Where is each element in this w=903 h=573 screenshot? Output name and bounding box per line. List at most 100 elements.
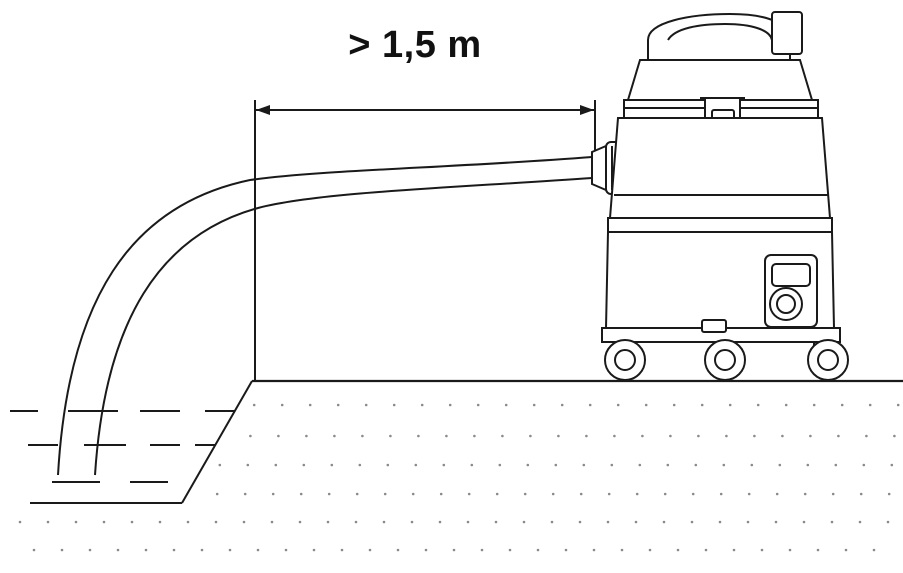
ground-dot [280, 403, 284, 407]
ground-dot [532, 403, 536, 407]
ground-dot [663, 492, 667, 496]
ground-dot [523, 492, 527, 496]
ground-dot [641, 434, 644, 438]
ground-dot [354, 520, 358, 524]
ground-dot [784, 403, 788, 407]
ground-dot [858, 520, 862, 524]
ground-dot [326, 520, 330, 524]
ground-dot [718, 520, 722, 524]
drain-hose [57, 156, 593, 476]
ground-dot [246, 463, 250, 467]
ground-dot [648, 548, 652, 552]
ground-dot [610, 463, 614, 467]
ground-dot [312, 548, 316, 552]
ground-dot [616, 403, 620, 407]
ground-dot [130, 520, 134, 524]
ground-dot [554, 463, 558, 467]
ground-dot [102, 520, 106, 524]
ground-dot [728, 403, 732, 407]
ground-dot [144, 548, 148, 552]
ground-dot [88, 548, 92, 552]
ground-dot [336, 403, 340, 407]
vacuum-cleaner [601, 11, 849, 381]
ground-dot [666, 463, 670, 467]
ground-dot [298, 520, 302, 524]
ground-dot [439, 492, 443, 496]
ground-dot [564, 548, 568, 552]
dimension-arrow [254, 100, 596, 150]
ground-dot [529, 434, 532, 438]
ground-dot [638, 463, 642, 467]
ground-dot [750, 463, 754, 467]
ground-dot [364, 403, 368, 407]
ground-dot [494, 520, 498, 524]
ground-dot [585, 434, 588, 438]
ground-dot [448, 403, 452, 407]
ground-dot [228, 548, 232, 552]
ground-dot [691, 492, 695, 496]
ground-dot [368, 548, 372, 552]
ground-dot [644, 403, 648, 407]
ground-dot [560, 403, 564, 407]
ground-dot [837, 434, 840, 438]
ground-dot [700, 403, 704, 407]
ground-dot [172, 548, 176, 552]
ground-dot [508, 548, 512, 552]
ground-dot [526, 463, 530, 467]
ground-dot [60, 548, 64, 552]
ground-dot [732, 548, 736, 552]
ground-dot [634, 520, 638, 524]
ground-dot [445, 434, 448, 438]
ground-dot [578, 520, 582, 524]
ground-dot [592, 548, 596, 552]
ground-dot [214, 520, 218, 524]
ground-dot [606, 520, 610, 524]
ground-dot [662, 520, 666, 524]
ground-dot [392, 403, 396, 407]
ground-dot [844, 548, 848, 552]
ground-dot [424, 548, 428, 552]
ground-dot [760, 548, 764, 552]
ground-dot [411, 492, 415, 496]
ground-dot [333, 434, 336, 438]
ground-dot [775, 492, 779, 496]
ground-dot [410, 520, 414, 524]
ground-dot [859, 492, 863, 496]
ground-dot [816, 548, 820, 552]
ground-dot [355, 492, 359, 496]
ground-dot [498, 463, 502, 467]
ground-dot [887, 492, 891, 496]
ground-dot [386, 463, 390, 467]
ground-dot [830, 520, 834, 524]
ground-dot [466, 520, 470, 524]
ground-dot [697, 434, 700, 438]
ground-dot [620, 548, 624, 552]
ground-texture [18, 403, 900, 552]
ground-dot [722, 463, 726, 467]
ground-dot [327, 492, 331, 496]
ground-dot [774, 520, 778, 524]
ground-dot [46, 520, 50, 524]
ground-dot [473, 434, 476, 438]
ground-dot [551, 492, 555, 496]
ground-dot [788, 548, 792, 552]
ground-dot [812, 403, 816, 407]
ground-dot [274, 463, 278, 467]
ground-dot [588, 403, 592, 407]
ground-dot [452, 548, 456, 552]
ground-dot [284, 548, 288, 552]
ground-dot [809, 434, 812, 438]
ground-dot [330, 463, 334, 467]
ground-dot [396, 548, 400, 552]
ground-dot [756, 403, 760, 407]
ground-dot [495, 492, 499, 496]
ground-dot [340, 548, 344, 552]
ground-dot [607, 492, 611, 496]
ground-dot [781, 434, 784, 438]
ground-dot [672, 403, 676, 407]
ground-dot [158, 520, 162, 524]
ground-dot [308, 403, 312, 407]
ground-dot [256, 548, 260, 552]
